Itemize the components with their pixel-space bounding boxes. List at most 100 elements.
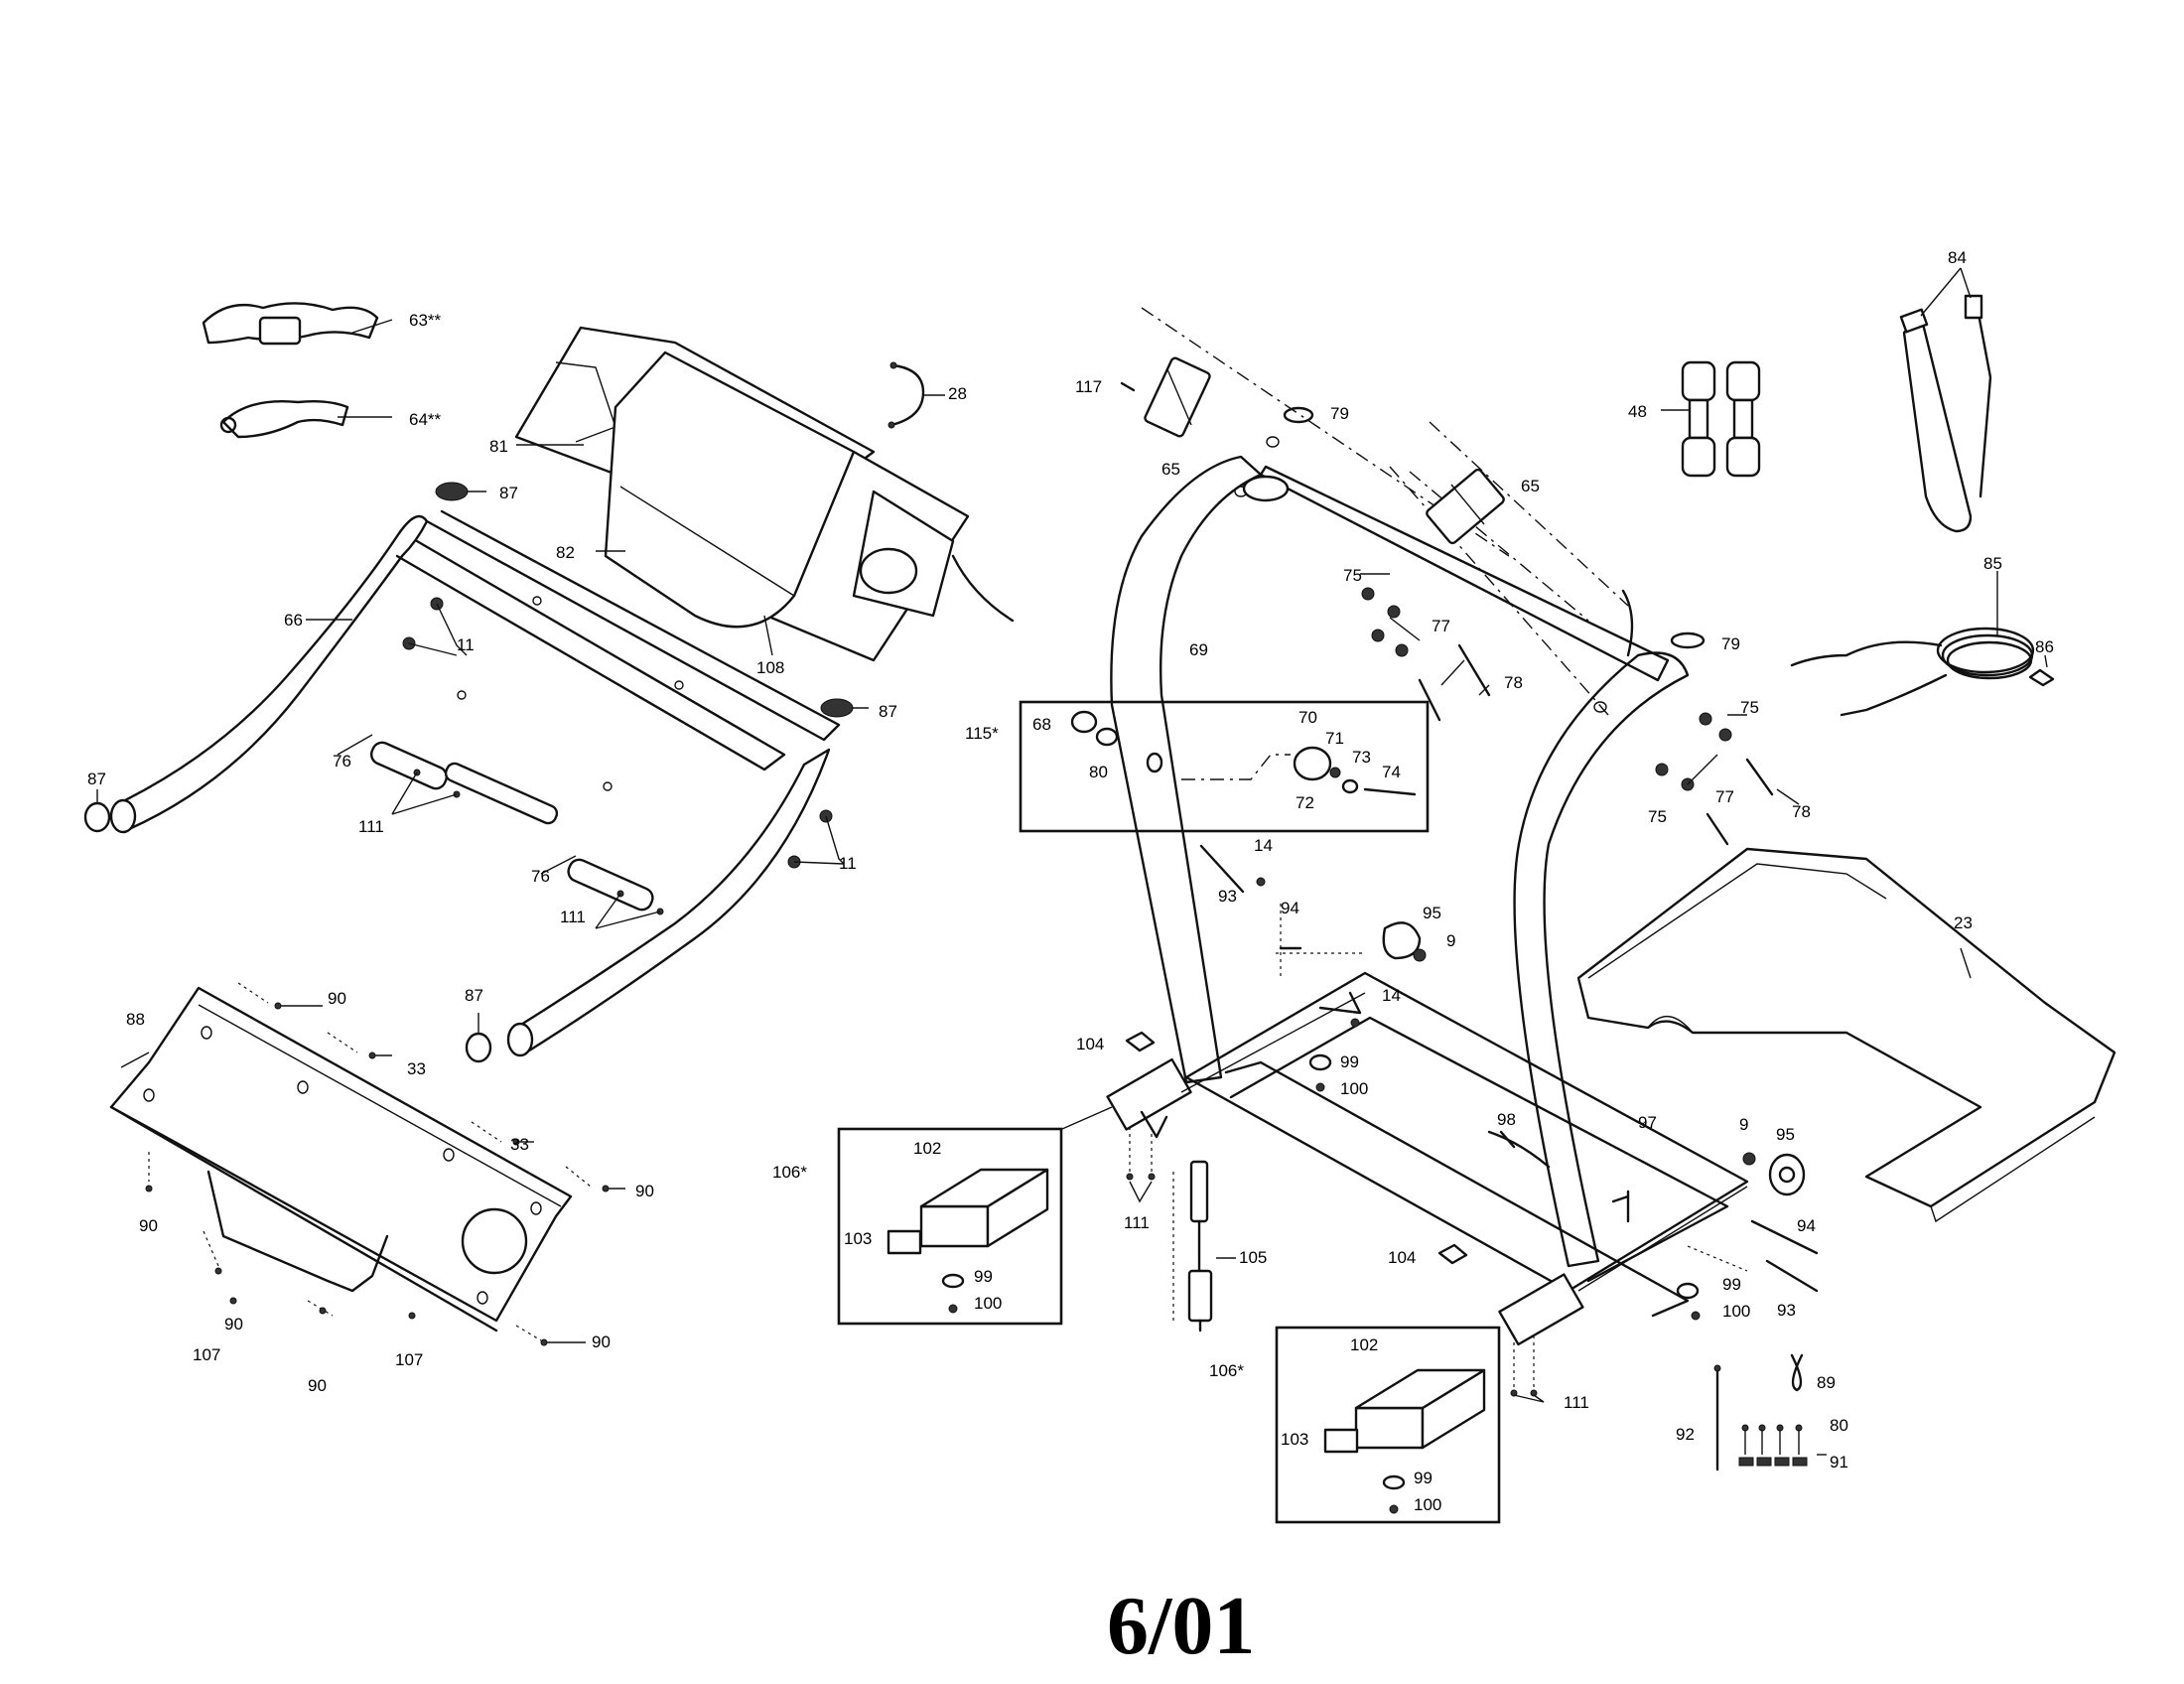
safety-key-84: [1899, 267, 1992, 533]
incline-actuator-105: [1172, 1160, 1236, 1333]
upright-right-handrail: [506, 748, 831, 1057]
label-69: 69: [1189, 640, 1208, 659]
label-80: 80: [1830, 1416, 1848, 1435]
label-90: 90: [224, 1315, 243, 1333]
label-90: 90: [328, 989, 346, 1008]
label-74: 74: [1382, 763, 1401, 781]
label-97: 97: [1638, 1113, 1657, 1132]
label-90: 90: [139, 1216, 158, 1235]
label-76: 76: [531, 867, 550, 886]
label-33: 33: [510, 1135, 529, 1154]
label-102: 102: [913, 1139, 941, 1158]
dumbbells-48: [1661, 360, 1761, 478]
label-70: 70: [1298, 708, 1317, 727]
label-99: 99: [1722, 1275, 1741, 1294]
label-14: 14: [1382, 986, 1401, 1005]
upright-69: [1110, 436, 1690, 1268]
label-90: 90: [308, 1376, 327, 1395]
label-79: 79: [1721, 634, 1740, 653]
date-code: 6/01: [1107, 1580, 1255, 1672]
label-100: 100: [1340, 1079, 1368, 1098]
label-71: 71: [1325, 729, 1344, 748]
label-33: 33: [407, 1059, 426, 1078]
label-93: 93: [1218, 887, 1237, 906]
end-caps-87: [83, 482, 869, 1063]
label-14: 14: [1254, 836, 1273, 855]
label-108: 108: [756, 658, 784, 677]
label-48: 48: [1628, 402, 1647, 421]
hood-screws: [145, 982, 625, 1346]
base-fasteners: [1125, 1031, 1630, 1403]
label-99: 99: [974, 1267, 993, 1286]
leveler-box-106-left: [837, 1106, 1113, 1326]
label-75: 75: [1740, 698, 1759, 717]
console-assembly: [514, 326, 1015, 662]
label-87: 87: [879, 702, 897, 721]
label-65: 65: [1161, 460, 1180, 479]
handrail-crossbar: [395, 509, 841, 791]
chest-strap-63: [202, 302, 393, 346]
fasteners-left: [391, 597, 845, 929]
center-hardware: [1199, 844, 1427, 1092]
label-117: 117: [1075, 377, 1102, 396]
label-11: 11: [457, 635, 475, 654]
label-81: 81: [489, 437, 508, 456]
label-63: 63**: [409, 311, 442, 330]
label-111: 111: [560, 908, 586, 926]
label-77: 77: [1432, 617, 1450, 635]
label-94: 94: [1797, 1216, 1816, 1235]
label-107: 107: [395, 1350, 423, 1369]
label-104: 104: [1388, 1248, 1416, 1267]
label-87: 87: [499, 484, 518, 502]
label-68: 68: [1032, 715, 1051, 734]
label-100: 100: [1722, 1302, 1750, 1321]
label-11: 11: [839, 854, 857, 873]
label-88: 88: [126, 1010, 145, 1029]
label-85: 85: [1983, 554, 2002, 573]
handpulse-sensor-65b: [1426, 468, 1505, 545]
handgrips-76: [337, 734, 654, 912]
label-91: 91: [1830, 1453, 1848, 1472]
label-115: 115*: [965, 724, 999, 743]
label-99: 99: [1340, 1052, 1359, 1071]
label-105: 105: [1239, 1248, 1267, 1267]
label-94: 94: [1281, 899, 1299, 917]
label-107: 107: [193, 1345, 220, 1364]
upright-left-handrail-66: [109, 514, 429, 834]
chest-strap-64: [219, 399, 392, 439]
roller-assembly-box: [1019, 700, 1430, 833]
right-rollers: [1676, 1152, 1819, 1321]
label-95: 95: [1776, 1125, 1795, 1144]
handpulse-sensor-65a: [1144, 356, 1211, 438]
label-103: 103: [844, 1229, 872, 1248]
label-9: 9: [1446, 931, 1455, 950]
label-78: 78: [1792, 802, 1811, 821]
power-cord-85: [1790, 571, 2035, 717]
label-103: 103: [1281, 1430, 1308, 1449]
label-80: 80: [1089, 763, 1108, 781]
label-66: 66: [284, 611, 303, 630]
leveler-box-106-right: [1275, 1326, 1501, 1524]
label-78: 78: [1504, 673, 1523, 692]
hardware-kit: [1713, 1353, 1827, 1472]
label-111: 111: [1564, 1393, 1589, 1412]
label-9: 9: [1739, 1115, 1748, 1134]
label-87: 87: [87, 770, 106, 788]
motor-hood-88: [109, 986, 573, 1333]
label-23: 23: [1954, 913, 1973, 932]
label-111: 111: [1124, 1213, 1150, 1232]
label-84: 84: [1948, 248, 1967, 267]
label-79: 79: [1330, 404, 1349, 423]
label-75: 75: [1648, 807, 1667, 826]
label-92: 92: [1676, 1425, 1695, 1444]
label-87: 87: [465, 986, 483, 1005]
label-82: 82: [556, 543, 575, 562]
label-98: 98: [1497, 1110, 1516, 1129]
label-76: 76: [333, 752, 351, 771]
label-72: 72: [1296, 793, 1314, 812]
handle-pivot-parts: [1120, 307, 1800, 846]
label-90: 90: [592, 1333, 611, 1351]
label-100: 100: [974, 1294, 1002, 1313]
callout-labels: 63** 64** 28 81 87 82 66 11 108 87 87 76…: [87, 248, 2054, 1514]
